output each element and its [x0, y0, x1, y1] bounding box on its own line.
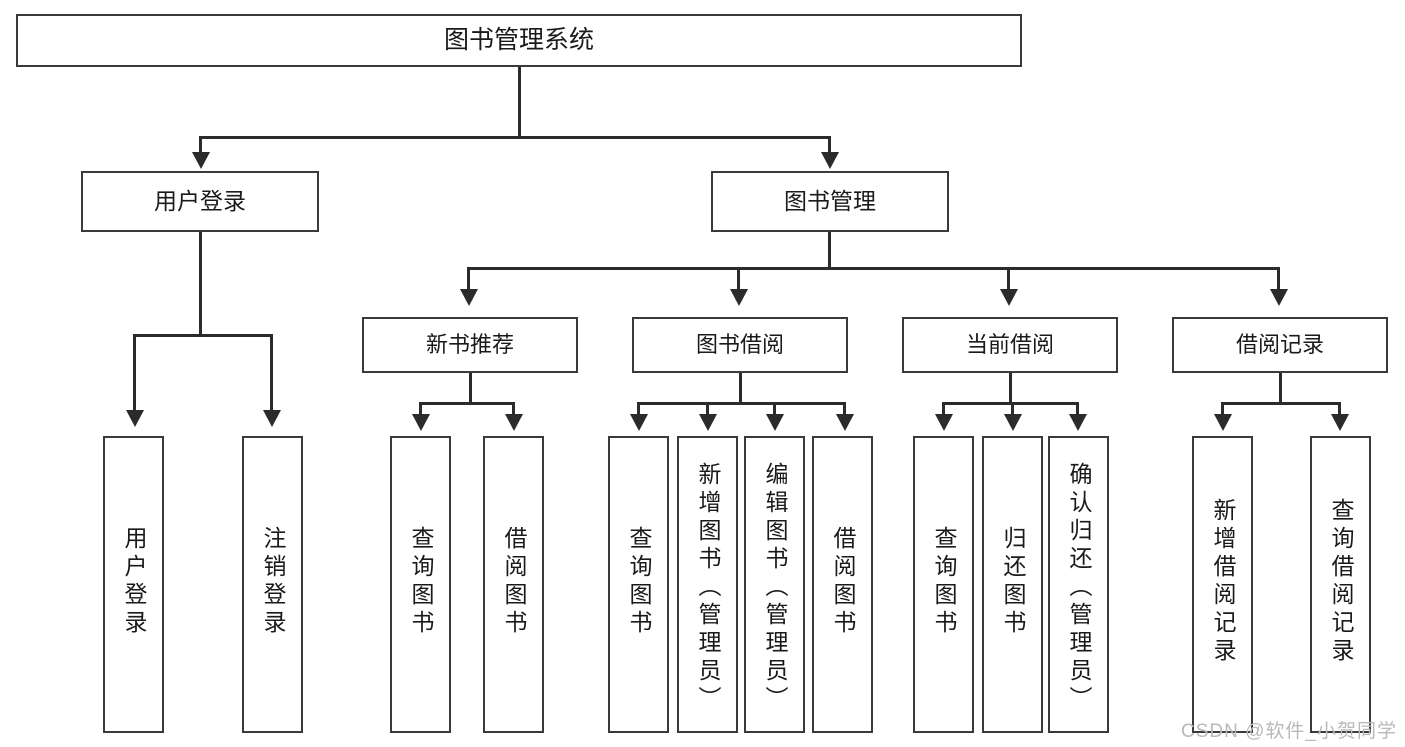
- node-user-login[interactable]: 用户登录: [81, 171, 319, 232]
- node-label: 借阅图书: [830, 526, 856, 638]
- connector-newbook-bar: [419, 402, 515, 405]
- leaf-borrow-book-newbook[interactable]: 借阅图书: [483, 436, 544, 733]
- node-label: 归还图书: [1000, 526, 1026, 638]
- leaf-return-book[interactable]: 归还图书: [982, 436, 1043, 733]
- node-label: 新书推荐: [425, 332, 514, 358]
- connector-borrow-c1: [637, 402, 640, 416]
- connector-borrow-c3: [773, 402, 776, 416]
- arrow-bookmgmt-to-borrow: [730, 289, 748, 306]
- connector-root-to-bookmgmt: [828, 136, 831, 154]
- leaf-lend-book[interactable]: 借阅图书: [812, 436, 873, 733]
- node-book-management[interactable]: 图书管理: [711, 171, 949, 232]
- node-label: 图书管理系统: [443, 26, 594, 55]
- connector-current-bar: [942, 402, 1079, 405]
- leaf-confirm-return-admin[interactable]: 确认归还（管理员）: [1048, 436, 1109, 733]
- connector-borrow-c2: [706, 402, 709, 416]
- connector-borrow-c4: [843, 402, 846, 416]
- arrow-newbook-to-borrow: [505, 414, 523, 431]
- arrow-bookmgmt-to-records: [1270, 289, 1288, 306]
- node-label: 查询借阅记录: [1328, 498, 1354, 666]
- node-label: 确认归还（管理员）: [1066, 462, 1092, 714]
- arrow-login-to-user-login: [126, 410, 144, 427]
- node-label: 用户登录: [121, 526, 147, 638]
- arrow-borrow-to-edit: [766, 414, 784, 431]
- connector-root-to-login: [199, 136, 202, 154]
- leaf-edit-book-admin[interactable]: 编辑图书（管理员）: [744, 436, 805, 733]
- connector-current-c3: [1076, 402, 1079, 416]
- node-label: 新增图书（管理员）: [695, 462, 721, 714]
- connector-bookmgmt-c1: [467, 267, 470, 291]
- leaf-user-login[interactable]: 用户登录: [103, 436, 164, 733]
- arrow-records-to-add: [1214, 414, 1232, 431]
- arrow-borrow-to-add: [699, 414, 717, 431]
- node-label: 借阅记录: [1235, 332, 1324, 358]
- connector-records-l: [1221, 402, 1224, 416]
- arrow-current-to-confirm: [1069, 414, 1087, 431]
- connector-login-stem: [199, 232, 202, 336]
- arrow-bookmgmt-to-new-books: [460, 289, 478, 306]
- leaf-add-book-admin[interactable]: 新增图书（管理员）: [677, 436, 738, 733]
- leaf-query-borrow-record[interactable]: 查询借阅记录: [1310, 436, 1371, 733]
- node-label: 图书管理: [784, 188, 876, 215]
- node-label: 注销登录: [260, 526, 286, 638]
- leaf-logout[interactable]: 注销登录: [242, 436, 303, 733]
- connector-records-r: [1338, 402, 1341, 416]
- node-label: 当前借阅: [965, 332, 1054, 358]
- connector-bookmgmt-stem: [828, 232, 831, 269]
- node-label: 图书借阅: [695, 332, 784, 358]
- node-label: 查询图书: [626, 526, 652, 638]
- arrow-login-to-logout: [263, 410, 281, 427]
- node-book-borrow[interactable]: 图书借阅: [632, 317, 848, 373]
- arrow-root-to-login: [192, 152, 210, 169]
- node-label: 编辑图书（管理员）: [762, 462, 788, 714]
- leaf-query-book-current[interactable]: 查询图书: [913, 436, 974, 733]
- node-label: 查询图书: [408, 526, 434, 638]
- arrow-root-to-bookmgmt: [821, 152, 839, 169]
- connector-root-bar: [199, 136, 831, 139]
- connector-bookmgmt-c4: [1277, 267, 1280, 291]
- leaf-add-borrow-record[interactable]: 新增借阅记录: [1192, 436, 1253, 733]
- leaf-query-book-borrow[interactable]: 查询图书: [608, 436, 669, 733]
- connector-newbook-l: [419, 402, 422, 416]
- node-new-book-recommend[interactable]: 新书推荐: [362, 317, 578, 373]
- node-borrow-records[interactable]: 借阅记录: [1172, 317, 1388, 373]
- node-label: 借阅图书: [501, 526, 527, 638]
- leaf-query-book-newbook[interactable]: 查询图书: [390, 436, 451, 733]
- arrow-newbook-to-query: [412, 414, 430, 431]
- connector-borrow-bar: [637, 402, 846, 405]
- connector-newbook-r: [512, 402, 515, 416]
- arrow-current-to-query: [935, 414, 953, 431]
- connector-login-right: [270, 334, 273, 412]
- connector-records-bar: [1221, 402, 1341, 405]
- connector-current-stem: [1009, 373, 1012, 404]
- node-root-system[interactable]: 图书管理系统: [16, 14, 1022, 67]
- arrow-borrow-to-query: [630, 414, 648, 431]
- connector-borrow-stem: [739, 373, 742, 404]
- arrow-records-to-query: [1331, 414, 1349, 431]
- connector-bookmgmt-c2: [737, 267, 740, 291]
- connector-current-c2: [1011, 402, 1014, 416]
- connector-records-stem: [1279, 373, 1282, 404]
- connector-bookmgmt-bar: [467, 267, 1278, 270]
- arrow-borrow-to-lend: [836, 414, 854, 431]
- arrow-bookmgmt-to-current: [1000, 289, 1018, 306]
- connector-login-bar: [133, 334, 273, 337]
- node-label: 新增借阅记录: [1210, 498, 1236, 666]
- connector-root-stem: [518, 67, 521, 138]
- arrow-current-to-return: [1004, 414, 1022, 431]
- connector-login-left: [133, 334, 136, 412]
- node-current-borrow[interactable]: 当前借阅: [902, 317, 1118, 373]
- connector-bookmgmt-c3: [1007, 267, 1010, 291]
- node-label: 用户登录: [154, 188, 246, 215]
- node-label: 查询图书: [931, 526, 957, 638]
- connector-current-c1: [942, 402, 945, 416]
- connector-newbook-stem: [469, 373, 472, 404]
